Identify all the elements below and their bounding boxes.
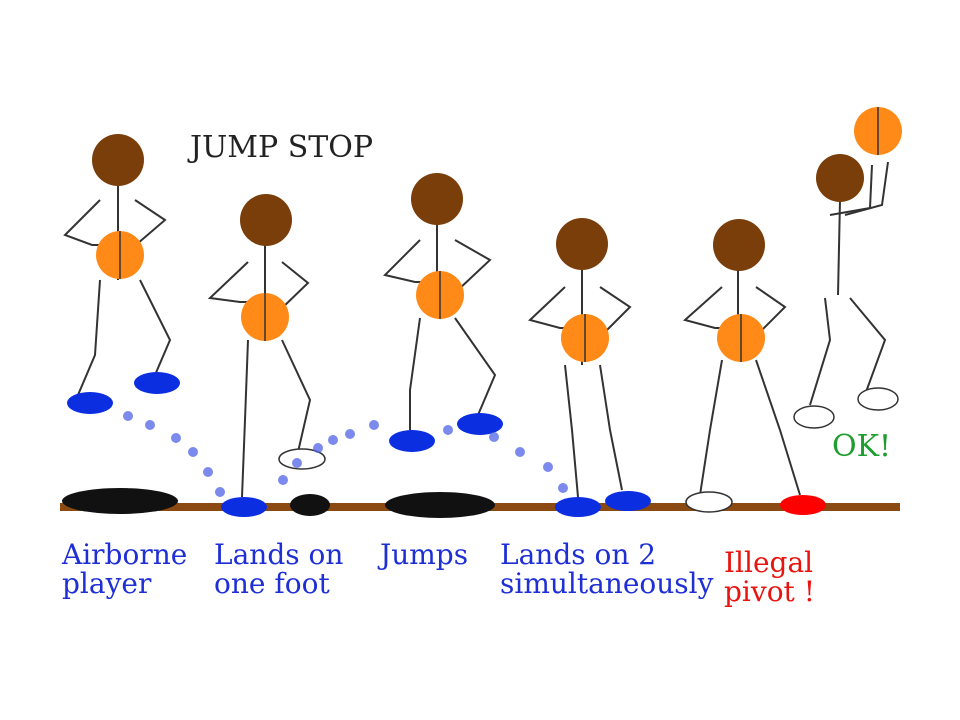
foot-2a — [221, 497, 267, 517]
figure-airborne — [63, 182, 172, 396]
head-4 — [556, 218, 608, 270]
foot-5b — [780, 495, 826, 515]
figure-ok-shooter — [809, 161, 889, 406]
head-3 — [411, 173, 463, 225]
label-lands-two-line2: simultaneously — [500, 567, 714, 601]
label-lands-one-foot-line2: one foot — [214, 567, 330, 601]
foot-2b — [278, 448, 326, 470]
foot-3b — [457, 413, 503, 435]
floor-scribbles — [62, 488, 495, 518]
foot-6a — [793, 405, 835, 429]
label-lands-two-line1: Lands on 2 — [500, 538, 657, 571]
head-1 — [92, 134, 144, 186]
label-lands-two: Lands on 2 simultaneously — [500, 540, 713, 599]
ball-trajectory-dots — [123, 411, 568, 497]
head-5 — [713, 219, 765, 271]
foot-3a — [389, 430, 435, 452]
label-jumps-line1: Jumps — [380, 538, 469, 571]
figure-jumps — [383, 222, 497, 432]
label-illegal-pivot: Illegal pivot ! — [724, 548, 815, 607]
foot-1b — [134, 372, 180, 394]
label-airborne: Airborne player — [62, 540, 187, 599]
foot-4a — [555, 497, 601, 517]
figure-two-feet — [528, 268, 632, 498]
label-lands-one-foot-line1: Lands on — [214, 538, 344, 571]
label-airborne-line2: player — [62, 567, 152, 601]
label-lands-one-foot: Lands on one foot — [214, 540, 343, 599]
figure-illegal-pivot — [682, 268, 801, 496]
head-6 — [816, 154, 864, 202]
diagram-title: JUMP STOP — [190, 130, 374, 165]
label-airborne-line1: Airborne — [62, 538, 188, 571]
label-illegal-pivot-line2: pivot ! — [724, 575, 815, 609]
label-jumps: Jumps — [380, 538, 469, 571]
foot-4b — [605, 491, 651, 511]
foot-1a — [67, 392, 113, 414]
head-2 — [240, 194, 292, 246]
foot-5a — [685, 491, 733, 513]
foot-6b — [857, 387, 899, 411]
ok-label: OK! — [832, 429, 892, 464]
label-illegal-pivot-line1: Illegal — [724, 546, 814, 579]
